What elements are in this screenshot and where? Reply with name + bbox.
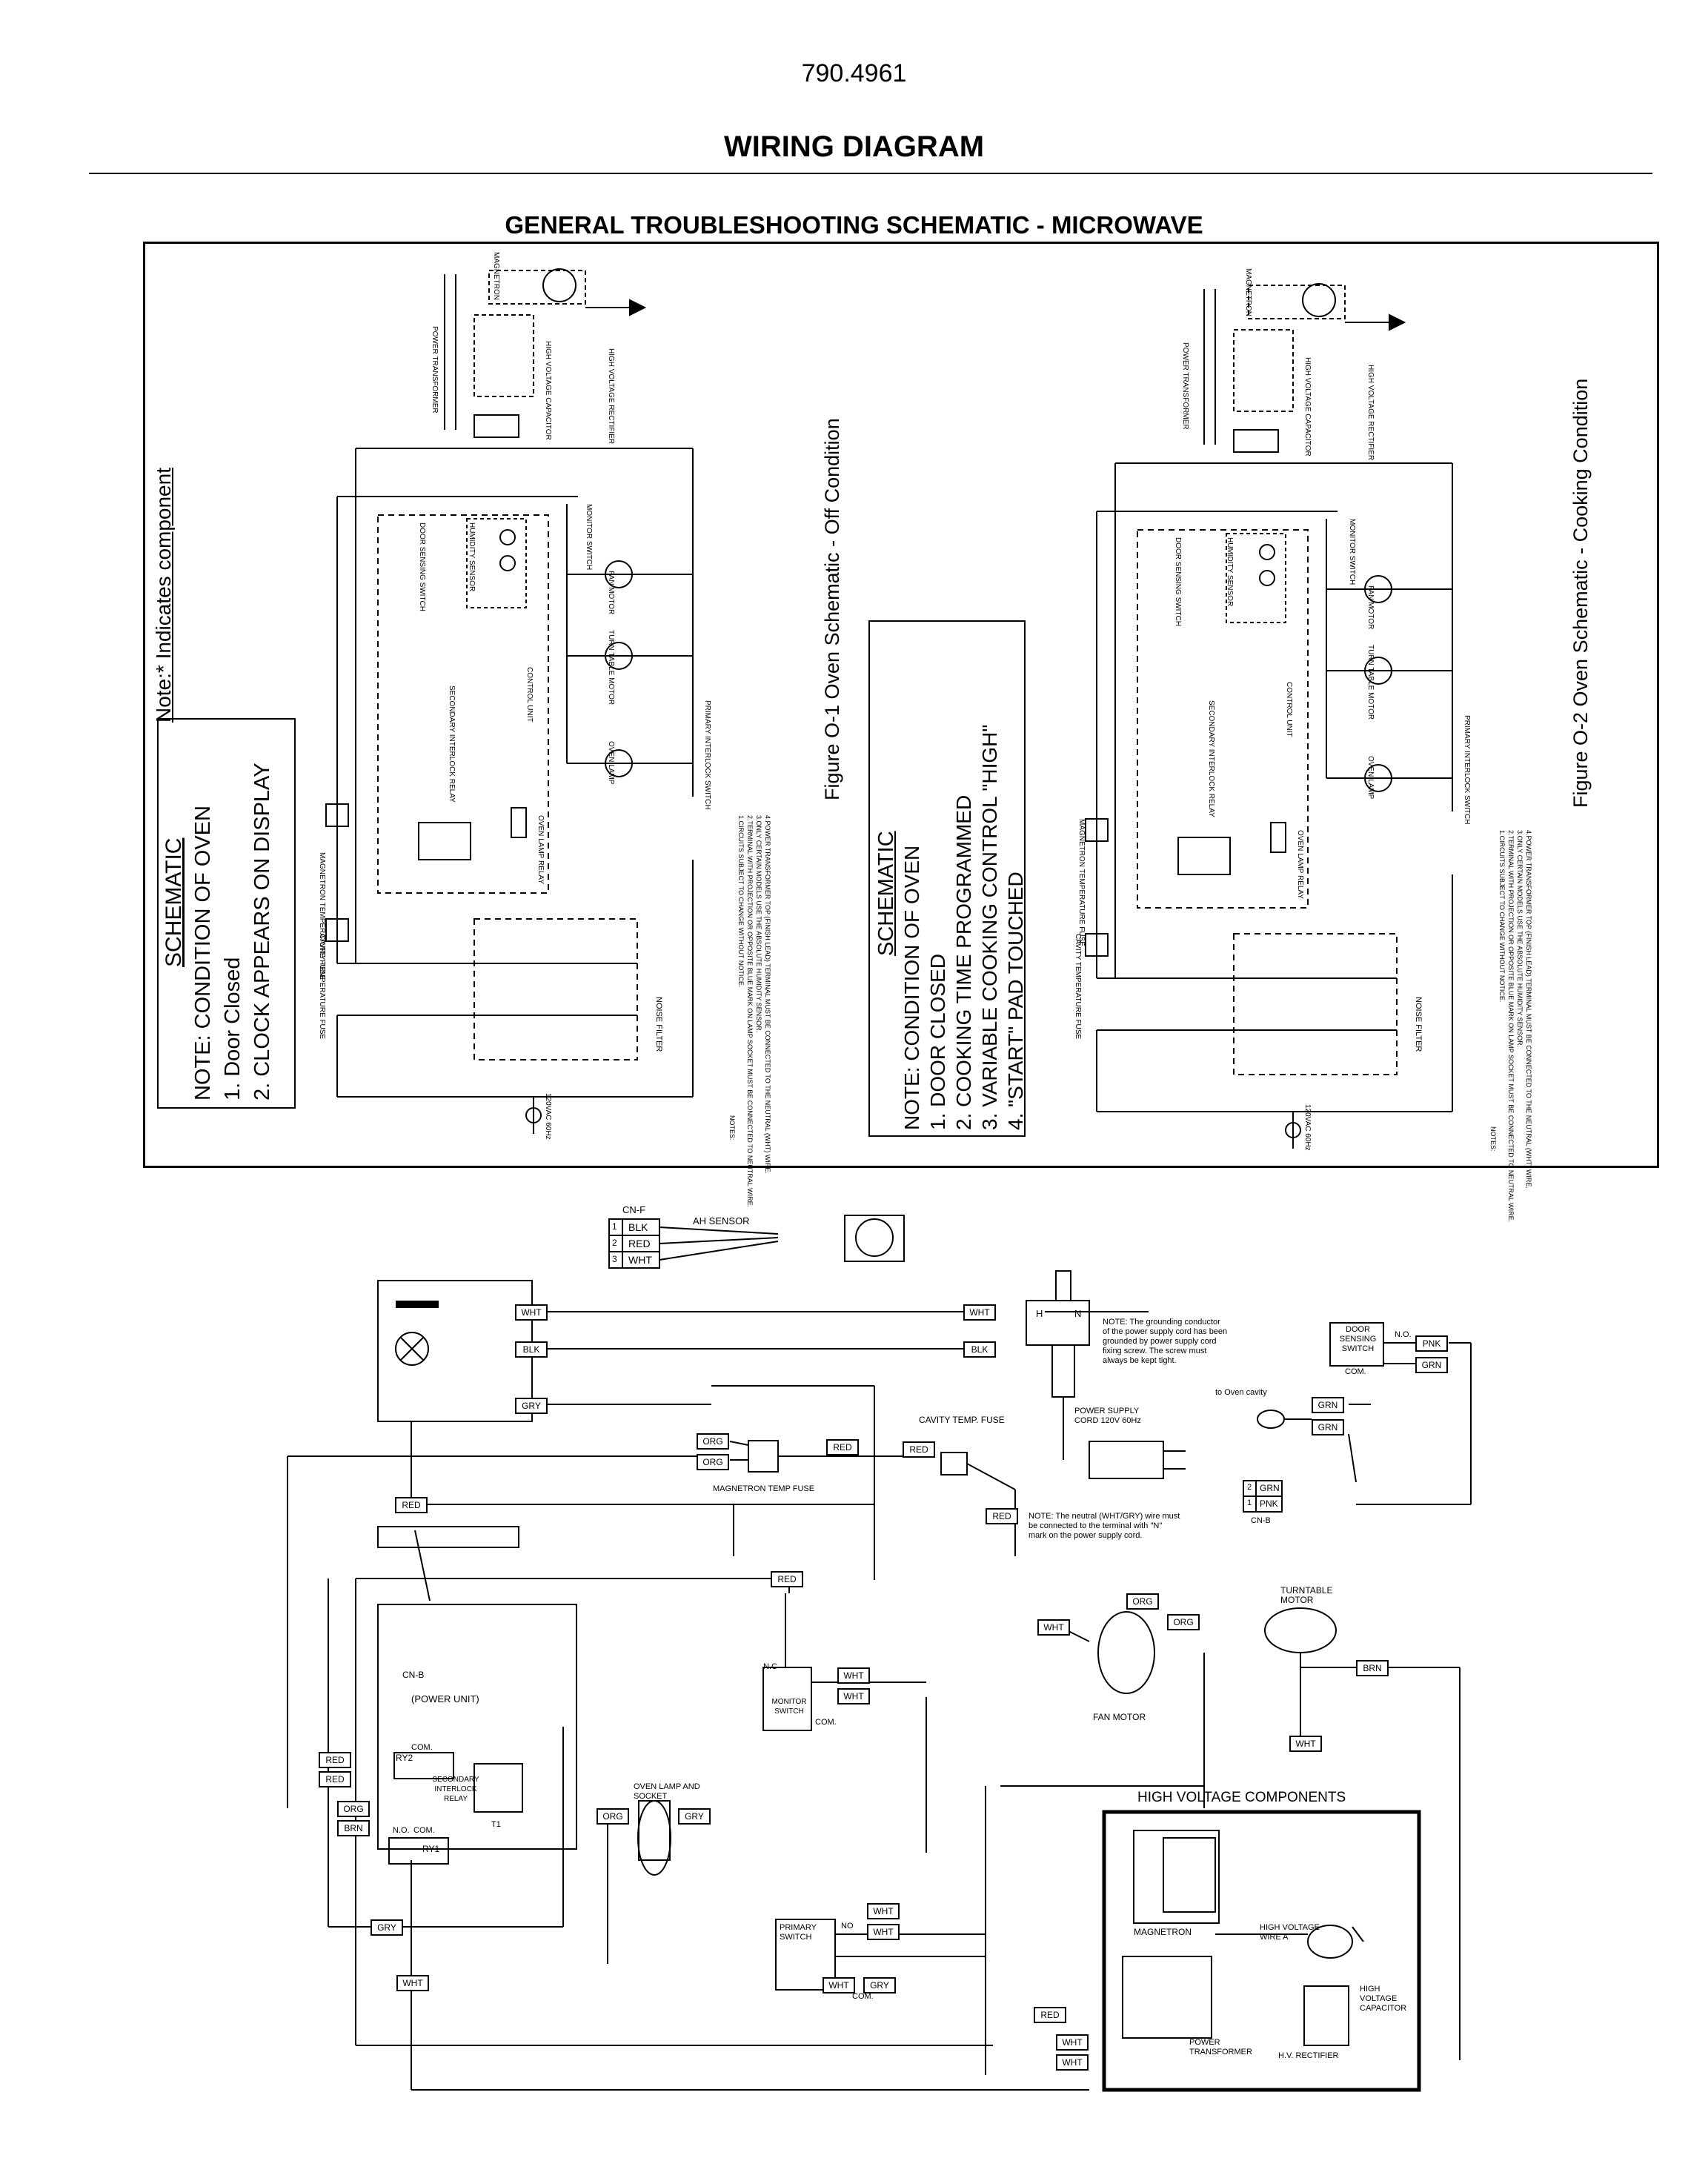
wire-tag-org-pu: ORG [337,1801,370,1817]
schematic2-circuit [1085,283,1453,1149]
wire-tag-wht-prim-3: WHT [823,1977,855,1994]
hv-capacitor-label: HIGH VOLTAGE CAPACITOR [1360,1985,1407,2013]
wire-tag-red-monitor: RED [771,1571,803,1587]
wire-tag-wht-prim-2: WHT [867,1924,900,1940]
ah-sensor-label: AH SENSOR [693,1215,750,1226]
hv-components-title: HIGH VOLTAGE COMPONENTS [1137,1790,1346,1805]
wire-tag-wht-board: WHT [515,1304,548,1321]
hv-transformer-label: POWER TRANSFORMER [1189,2038,1252,2056]
wire-tag-gry-lamp: GRY [678,1808,711,1825]
cnb-label: CN-B [1251,1516,1271,1525]
wire-tag-wht-hv-1: WHT [1056,2034,1089,2051]
turntable-motor-label: TURNTABLE MOTOR [1280,1585,1333,1605]
wire-tag-red-cavity: RED [903,1441,935,1458]
wire-tag-org-fan-2: ORG [1167,1614,1200,1630]
ground-note: NOTE: The grounding conductor of the pow… [1103,1318,1228,1365]
monitor-com-label: COM. [815,1718,837,1727]
ry1-label: RY1 [422,1844,440,1854]
wire-tag-grn-1: GRN [1312,1397,1344,1413]
to-oven-cavity-label: to Oven cavity [1215,1388,1267,1397]
hv-rectifier-label: H.V. RECTIFIER [1278,2051,1339,2060]
wire-tag-wht-monitor-2: WHT [837,1688,870,1704]
power-unit-label: (POWER UNIT) [411,1693,479,1704]
wire-tag-org-fan-1: ORG [1126,1593,1159,1610]
cnf-pin-3: 3 [612,1254,617,1264]
secondary-relay-label: SECONDARY INTERLOCK RELAY [432,1776,479,1803]
cnf-wire-red: RED [628,1238,651,1249]
wire-tag-org-fuse-2: ORG [697,1454,729,1470]
wire-tag-wht-prim-1: WHT [867,1903,900,1919]
cnf-pin-2: 2 [612,1238,617,1248]
wire-tag-gry-prim: GRY [863,1977,896,1994]
hv-wire-label: HIGH VOLTAGE WIRE A [1260,1923,1320,1942]
oven-lamp-label: OVEN LAMP AND SOCKET [634,1782,700,1801]
cnb-pin-1: 1 [1247,1498,1252,1507]
document-number: 790.4961 [801,59,907,87]
primary-no-label: NO [841,1922,854,1931]
wire-tag-red-fuse: RED [826,1439,859,1455]
schematic1-circuit [325,268,694,1134]
fan-motor-label: FAN MOTOR [1093,1712,1146,1722]
wire-tag-red-cavity-2: RED [986,1508,1018,1524]
wire-tag-brn-pu: BRN [337,1820,370,1836]
monitor-switch-label: MONITOR SWITCH [771,1698,807,1716]
neutral-note: NOTE: The neutral (WHT/GRY) wire must be… [1029,1512,1180,1540]
page-title: WIRING DIAGRAM [723,130,985,163]
cnf-wire-wht: WHT [628,1254,652,1266]
wire-tag-wht-pu: WHT [396,1975,429,1991]
wire-tag-brn-tt: BRN [1356,1660,1389,1676]
cnf-wire-blk: BLK [628,1221,648,1233]
wire-tag-wht-cord: WHT [963,1304,996,1321]
hv-magnetron-label: MAGNETRON [1134,1927,1192,1937]
title-rule [89,173,1652,174]
cavity-temp-fuse-label: CAVITY TEMP. FUSE [919,1415,1005,1425]
wire-tag-red-hv: RED [1034,2007,1066,2023]
wire-tag-wht-fan: WHT [1037,1619,1070,1636]
wire-tag-org-fuse-1: ORG [697,1433,729,1450]
wire-tag-blk-cord: BLK [963,1341,996,1358]
magnetron-temp-fuse-label: MAGNETRON TEMP FUSE [713,1484,815,1493]
ry1-com-label: COM. [413,1826,435,1835]
door-switch-com-label: COM. [1345,1367,1366,1376]
cnf-pin-1: 1 [612,1221,617,1232]
cnb-pin-2: 2 [1247,1483,1252,1492]
wire-tag-red-board: RED [395,1497,428,1513]
power-unit-cnb-label: CN-B [402,1670,425,1680]
wire-tag-blk-board: BLK [515,1341,548,1358]
cnb-wire-grn: GRN [1260,1483,1280,1493]
section-title: GENERAL TROUBLESHOOTING SCHEMATIC - MICR… [505,211,1203,239]
wire-tag-grn-2: GRN [1312,1419,1344,1435]
cord-n-label: N [1074,1308,1082,1319]
wire-tag-wht-monitor-1: WHT [837,1667,870,1684]
wire-tag-org-lamp: ORG [597,1808,629,1825]
ry2-com-label: COM. [411,1743,433,1752]
wire-tag-wht-hv-2: WHT [1056,2054,1089,2071]
wire-tag-red-pu-2: RED [319,1771,351,1787]
t1-label: T1 [491,1820,501,1829]
wire-tag-wht-tt: WHT [1289,1736,1322,1752]
wire-tag-grn-door: GRN [1415,1357,1448,1373]
cord-h-label: H [1036,1308,1043,1319]
wire-tag-red-pu-1: RED [319,1752,351,1768]
schematic-frame [143,242,1659,1168]
cnb-wire-pnk: PNK [1260,1498,1278,1509]
monitor-nc-label: N.C [763,1662,777,1671]
primary-com-label: COM. [852,1992,874,2001]
wire-tag-gry-board: GRY [515,1398,548,1414]
wire-tag-pnk-door: PNK [1415,1335,1448,1352]
wire-tag-gry-pu: GRY [370,1919,403,1936]
ry2-label: RY2 [396,1753,413,1763]
power-cord-label: POWER SUPPLY CORD 120V 60Hz [1074,1407,1141,1425]
cnf-label: CN-F [622,1204,646,1215]
door-switch-no-label: N.O. [1395,1330,1412,1339]
door-sensing-switch-label: DOOR SENSING SWITCH [1339,1325,1377,1353]
ry1-no-label: N.O. [393,1826,410,1835]
primary-switch-label: PRIMARY SWITCH [780,1923,817,1942]
